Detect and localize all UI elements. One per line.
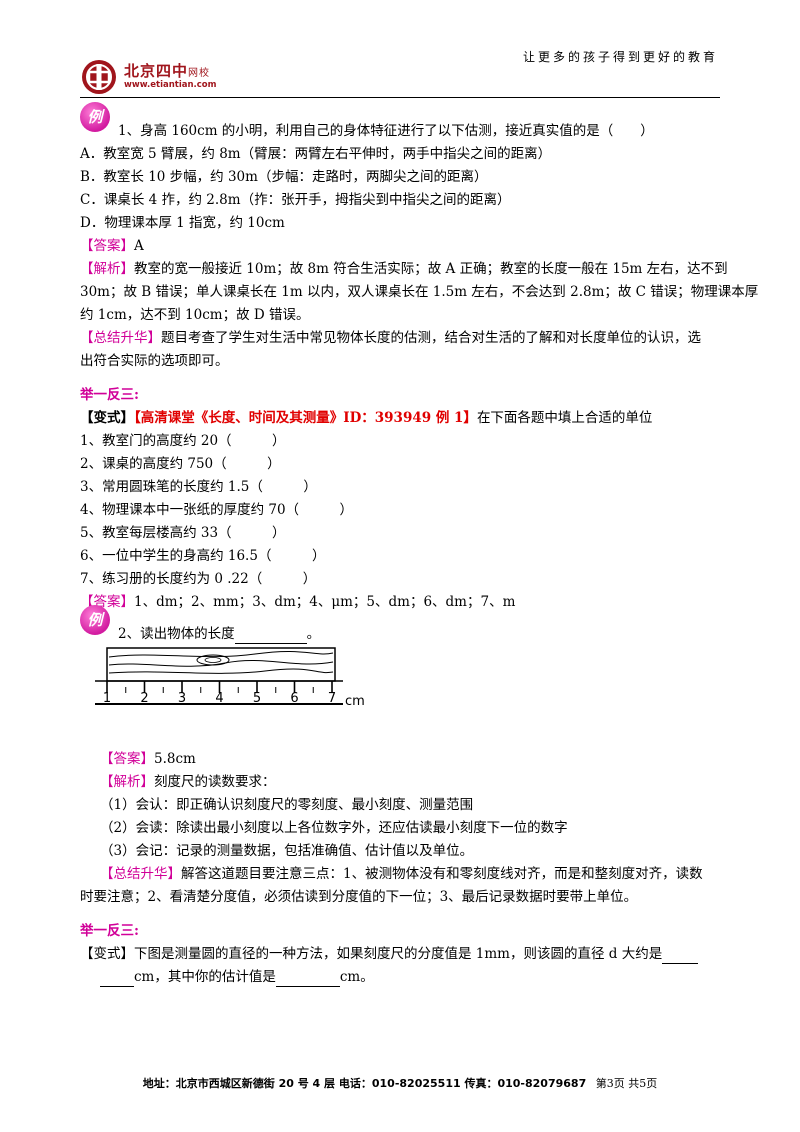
ruler-ticks: [106, 681, 333, 693]
variant1-item: 5、教室每层楼高约 33（ ）: [80, 525, 286, 541]
logo-name: 北京四中网校: [124, 62, 211, 80]
example2-answer: 【答案】5.8cm: [100, 751, 196, 767]
example1-analysis-3: 约 1cm，达不到 10cm；故 D 错误。: [80, 307, 310, 323]
variant1-item: 2、课桌的高度约 750（ ）: [80, 456, 281, 472]
page-footer: 地址：北京市西城区新德街 20 号 4 层 电话：010-82025511 传真…: [0, 1075, 800, 1091]
variant2-line1: 【变式】下图是测量圆的直径的一种方法，如果刻度尺的分度值是 1mm，则该圆的直径…: [80, 945, 699, 964]
example1-summary-2: 出符合实际的选项即可。: [80, 353, 229, 369]
example1-option-d: D．物理课本厚 1 指宽，约 10cm: [80, 215, 285, 231]
variant1-item: 3、常用圆珠笔的长度约 1.5（ ）: [80, 479, 317, 495]
example2-analysis-point: （2）会读：除读出最小刻度以上各位数字外，还应估读最小刻度下一位的数字: [100, 820, 568, 836]
example2-summary-2: 时要注意；2、看清楚分度值，必须估读到分度值的下一位；3、最后记录数据时要带上单…: [80, 889, 638, 905]
variant1-item: 7、练习册的长度约为 0 .22（ ）: [80, 571, 317, 587]
analysis-label: 【解析】: [80, 261, 134, 277]
variant1-answer: 【答案】1、dm；2、mm；3、dm；4、μm；5、dm；6、dm；7、m: [80, 594, 516, 610]
variant1-item: 6、一位中学生的身高约 16.5（ ）: [80, 548, 326, 564]
header-divider: [80, 97, 720, 98]
example1-answer: 【答案】A: [80, 238, 144, 254]
variant1-item: 4、物理课本中一张纸的厚度约 70（ ）: [80, 502, 354, 518]
ruler-tick-label: 3: [178, 691, 186, 706]
ruler-tick-label: 5: [253, 691, 261, 706]
ruler-tick-label: 7: [328, 691, 336, 706]
footer-page-number: 第3页 共5页: [595, 1077, 658, 1090]
example-badge-icon: 例: [80, 605, 110, 635]
answer-label: 【答案】: [80, 238, 134, 254]
example1-question: 1、身高 160cm 的小明，利用自己的身体特征进行了以下估测，接近真实值的是（…: [118, 123, 654, 139]
example2-analysis-point: （1）会认：即正确认识刻度尺的零刻度、最小刻度、测量范围: [100, 797, 474, 813]
ruler-tick-label: 2: [140, 691, 148, 706]
logo-emblem-icon: [82, 60, 116, 94]
header-motto: 让更多的孩子得到更好的教育: [522, 50, 718, 64]
summary-label: 【总结升华】: [80, 330, 161, 346]
ruler-tick-label: 1: [103, 691, 111, 706]
example-badge-icon: 例: [80, 102, 110, 132]
section-title-variant2: 举一反三:: [80, 923, 139, 939]
example1-option-a: A．教室宽 5 臂展，约 8m（臂展：两臂左右平伸时，两手中指尖之间的距离）: [80, 146, 552, 162]
wood-block: [106, 647, 336, 682]
example2-analysis-intro: 【解析】刻度尺的读数要求：: [100, 774, 276, 790]
logo-url: www.etiantian.com: [124, 80, 217, 90]
footer-address: 地址：北京市西城区新德街 20 号 4 层 电话：010-82025511 传真…: [142, 1077, 587, 1090]
ruler-tick-label: 4: [215, 691, 223, 706]
example1-option-c: C．课桌长 4 拃，约 2.8m（拃：张开手，拇指尖到中指尖之间的距离）: [80, 192, 511, 208]
example1-analysis-1: 【解析】教室的宽一般接近 10m；故 8m 符合生活实际；故 A 正确；教室的长…: [80, 261, 728, 277]
example2-summary-1: 【总结升华】解答这道题目要注意三点：1、被测物体没有和零刻度线对齐，而是和整刻度…: [100, 866, 703, 882]
variant1-prompt: 【变式】【高清课堂《长度、时间及其测量》ID：393949 例 1】在下面各题中…: [80, 410, 653, 426]
section-title-variant1: 举一反三:: [80, 387, 139, 403]
example1-summary-1: 【总结升华】题目考查了学生对生活中常见物体长度的估测，结合对生活的了解和对长度单…: [80, 330, 701, 346]
example1-option-b: B．教室长 10 步幅，约 30m（步幅：走路时，两脚尖之间的距离）: [80, 169, 488, 185]
example1-analysis-2: 30m；故 B 错误；单人课桌长在 1m 以内，双人课桌长在 1.5m 左右，不…: [80, 284, 759, 300]
example2-analysis-point: （3）会记：记录的测量数据，包括准确值、估计值以及单位。: [100, 843, 474, 859]
ruler-unit: cm: [345, 694, 365, 709]
ruler-tick-label: 6: [290, 691, 298, 706]
variant1-item: 1、教室门的高度约 20（ ）: [80, 433, 286, 449]
ruler-figure: 1 2 3 4 5 6 7 cm: [95, 647, 365, 709]
ruler-labels: 1 2 3 4 5 6 7: [103, 691, 336, 706]
variant1-ref: 【高清课堂《长度、时间及其测量》ID：393949 例 1】: [134, 410, 477, 426]
variant2-line2: cm，其中你的估计值是 cm。: [100, 968, 374, 987]
example2-question: 2、读出物体的长度 。: [118, 626, 321, 644]
site-logo[interactable]: 北京四中网校 www.etiantian.com: [80, 58, 270, 96]
